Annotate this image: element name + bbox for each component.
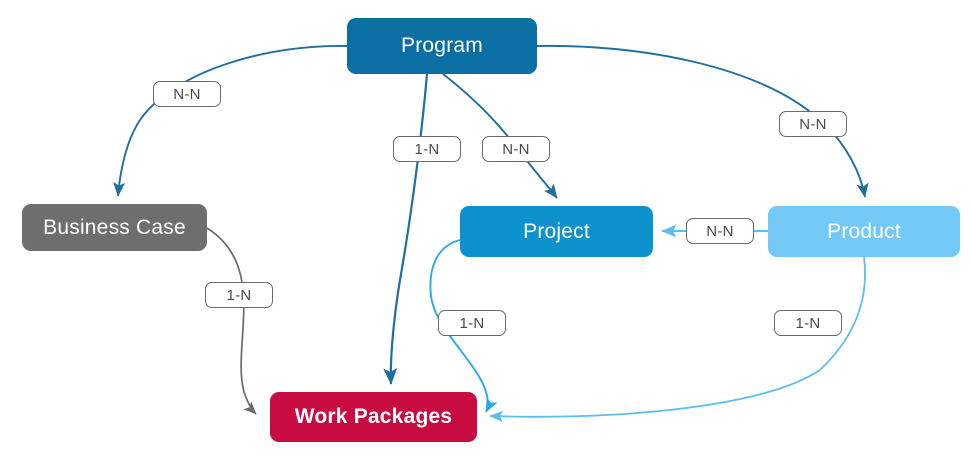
edge-program-business-case [113,45,348,197]
edge-program-product [536,44,869,198]
edge-label-product-work-packages[interactable]: 1-N [774,310,842,336]
node-program[interactable]: Program [347,18,537,74]
edge-label-text: 1-N [414,140,440,158]
edge-product-work-packages [489,256,866,423]
edge-label-project-work-packages[interactable]: 1-N [438,310,506,336]
edge-label-product-project[interactable]: N-N [686,218,754,244]
edge-label-text: 1-N [226,286,252,304]
node-product-label: Product [827,219,901,243]
edge-label-program-product[interactable]: N-N [779,111,847,137]
edge-label-text: N-N [706,222,734,240]
node-project-label: Project [523,219,590,243]
node-business-case-label: Business Case [43,215,186,239]
edge-label-program-business-case[interactable]: N-N [153,81,221,107]
edge-program-work-packages [383,73,429,385]
node-work-packages-label: Work Packages [294,405,453,428]
node-project[interactable]: Project [460,206,653,257]
edge-label-text: 1-N [459,314,485,332]
node-program-label: Program [401,34,483,57]
edge-label-text: 1-N [795,314,821,332]
edge-label-program-work-packages[interactable]: 1-N [393,136,461,162]
edge-label-text: N-N [502,140,530,158]
edge-label-text: N-N [799,115,827,133]
edge-business-case-work-packages [206,227,257,415]
node-business-case[interactable]: Business Case [22,204,207,251]
edge-label-business-case-work-packages[interactable]: 1-N [205,282,273,308]
edge-label-text: N-N [173,85,201,103]
node-work-packages[interactable]: Work Packages [270,392,477,442]
edge-label-program-project[interactable]: N-N [482,136,550,162]
node-product[interactable]: Product [768,206,960,257]
